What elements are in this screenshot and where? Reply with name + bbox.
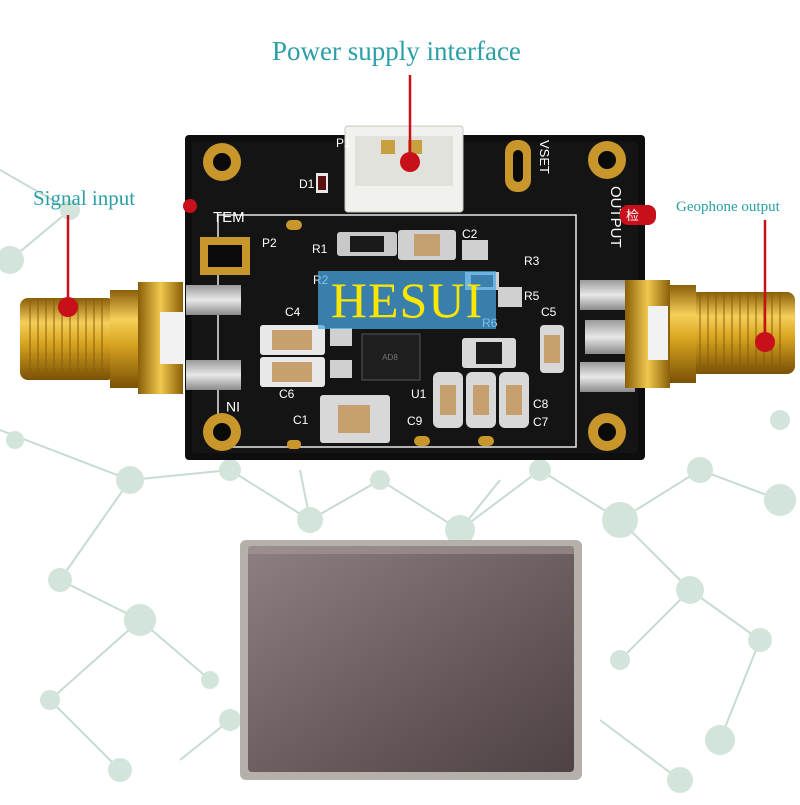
svg-text:R1: R1 (312, 242, 328, 256)
svg-text:R3: R3 (524, 254, 540, 268)
sma-input-connector (20, 282, 184, 394)
svg-text:C8: C8 (533, 397, 549, 411)
svg-text:U1: U1 (411, 387, 427, 401)
svg-text:C1: C1 (293, 413, 309, 427)
svg-text:VSET: VSET (537, 140, 552, 174)
svg-text:C2: C2 (462, 227, 478, 241)
svg-text:TEM: TEM (213, 209, 245, 226)
svg-text:IN: IN (226, 399, 240, 415)
pcb-board: AD8 (185, 125, 645, 460)
svg-text:P1: P1 (336, 136, 351, 150)
watermark: HESUI (318, 271, 496, 329)
geophone-output-label: Geophone output (676, 199, 780, 215)
background-nodes (0, 200, 796, 793)
svg-text:检: 检 (626, 209, 639, 224)
svg-text:C6: C6 (279, 387, 295, 401)
svg-text:C9: C9 (407, 414, 423, 428)
power-supply-label: Power supply interface (272, 36, 521, 66)
svg-text:R5: R5 (524, 289, 540, 303)
callouts: 检 (58, 75, 775, 352)
svg-text:C7: C7 (533, 415, 549, 429)
svg-text:P2: P2 (262, 236, 277, 250)
svg-text:D1: D1 (299, 177, 315, 191)
sma-output-connector (625, 280, 795, 388)
svg-text:C5: C5 (541, 305, 557, 319)
svg-text:C4: C4 (285, 305, 301, 319)
svg-text:AD8: AD8 (382, 353, 398, 362)
shield-can (240, 540, 582, 780)
svg-text:OUTPUT: OUTPUT (607, 186, 624, 248)
signal-input-label: Signal input (33, 186, 136, 210)
mounting-holes (203, 141, 626, 451)
